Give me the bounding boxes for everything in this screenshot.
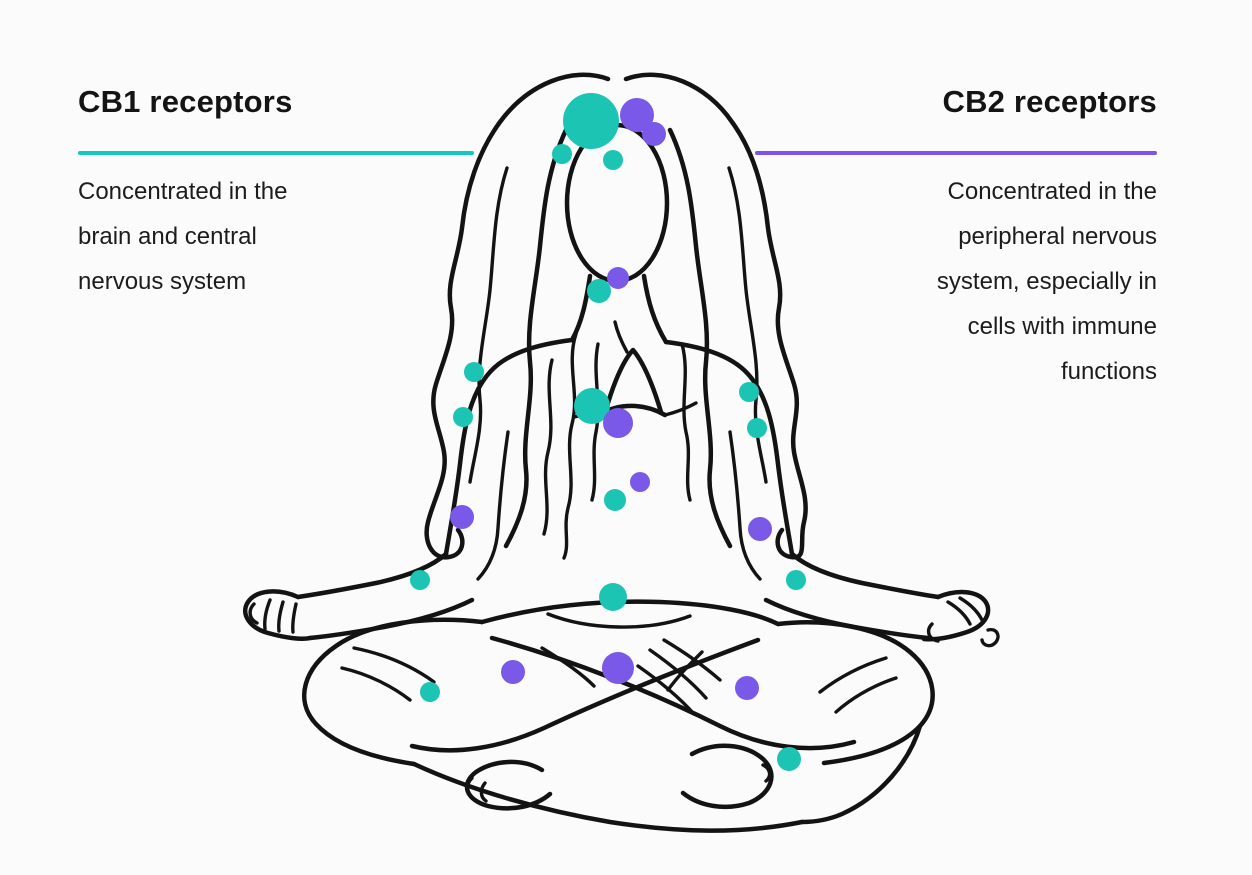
purple-receptor-dot (607, 267, 629, 289)
purple-receptor-dot (603, 408, 633, 438)
purple-receptor-dot (620, 98, 654, 132)
teal-receptor-dot (453, 407, 473, 427)
right-hand-fingertip (980, 627, 1000, 648)
left-hand (242, 589, 313, 642)
hair-outline-right (623, 72, 808, 560)
foot-outline (464, 759, 553, 811)
fold-line (834, 676, 898, 714)
face-outline (564, 122, 670, 284)
hair-strand (562, 332, 578, 560)
purple-receptor-dot (735, 676, 759, 700)
toe-line (479, 781, 488, 803)
neck-line (641, 273, 669, 345)
teal-receptor-dot (599, 583, 627, 611)
top-garment (603, 347, 664, 415)
teal-receptor-dot (603, 150, 623, 170)
fold-line (648, 648, 708, 700)
left-hand-thumb (248, 602, 259, 625)
cb2-description: Concentrated in the peripheral nervous s… (936, 178, 1157, 385)
purple-receptor-dot (642, 122, 666, 146)
foot-outline (680, 743, 774, 810)
waist-line (479, 599, 781, 627)
right-hand-finger (946, 600, 972, 626)
hair-strand (590, 342, 600, 502)
right-arm-outline (663, 339, 795, 557)
hair-strand (542, 358, 554, 536)
fold-line (818, 656, 888, 694)
left-hand-finger (291, 602, 298, 634)
toe-line (465, 776, 474, 799)
cb1-description: Concentrated in the brain and central ne… (78, 178, 288, 295)
fold-line (352, 646, 436, 684)
receptor-dots (410, 93, 806, 771)
top-garment (613, 320, 629, 354)
cb1-underline (78, 151, 474, 155)
right-arm-outline (789, 551, 941, 600)
right-knee-outline (775, 620, 935, 766)
teal-receptor-dot (563, 93, 619, 149)
hair-strand (503, 127, 569, 549)
purple-receptor-dot (630, 472, 650, 492)
top-garment (663, 401, 698, 417)
cb2-section: CB2 receptors Concentrated in the periph… (755, 84, 1157, 394)
fold-line (540, 646, 596, 688)
hair-strand (468, 166, 509, 484)
fold-line (666, 650, 704, 692)
left-hand-finger (263, 598, 272, 631)
left-arm-outline (295, 551, 449, 600)
fold-line (340, 666, 412, 702)
teal-receptor-dot (739, 382, 759, 402)
purple-receptor-dot (450, 505, 474, 529)
cb1-section: CB1 receptors Concentrated in the brain … (78, 84, 474, 304)
teal-receptor-dot (464, 362, 484, 382)
right-hand (921, 589, 991, 642)
teal-receptor-dot (587, 279, 611, 303)
belly-line (546, 612, 692, 629)
hair-outline-left (424, 72, 611, 560)
legs-bottom-outline (799, 723, 923, 825)
teal-receptor-dot (786, 570, 806, 590)
cb2-title: CB2 receptors (942, 84, 1157, 119)
right-arm-outline (763, 597, 931, 641)
teal-receptor-dot (420, 682, 440, 702)
teal-receptor-dot (574, 388, 610, 424)
right-hand-finger (958, 596, 984, 622)
toe-line (761, 763, 772, 783)
hair-strand (680, 342, 692, 502)
crossed-shin (409, 637, 761, 753)
teal-receptor-dot (777, 747, 801, 771)
left-arm-outline (476, 430, 510, 581)
right-arm-outline (728, 430, 762, 581)
cb2-underline (755, 151, 1157, 155)
hair-strand (667, 127, 733, 549)
purple-receptor-dot (748, 517, 772, 541)
teal-receptor-dot (747, 418, 767, 438)
teal-receptor-dot (552, 144, 572, 164)
left-hand-finger (277, 600, 285, 633)
left-knee-outline (301, 617, 485, 767)
purple-receptor-dot (602, 652, 634, 684)
teal-receptor-dot (410, 570, 430, 590)
right-hand-thumb (926, 622, 940, 643)
teal-receptor-dot (604, 489, 626, 511)
purple-receptor-dot (501, 660, 525, 684)
neck-line (569, 273, 593, 343)
cb1-title: CB1 receptors (78, 84, 293, 119)
